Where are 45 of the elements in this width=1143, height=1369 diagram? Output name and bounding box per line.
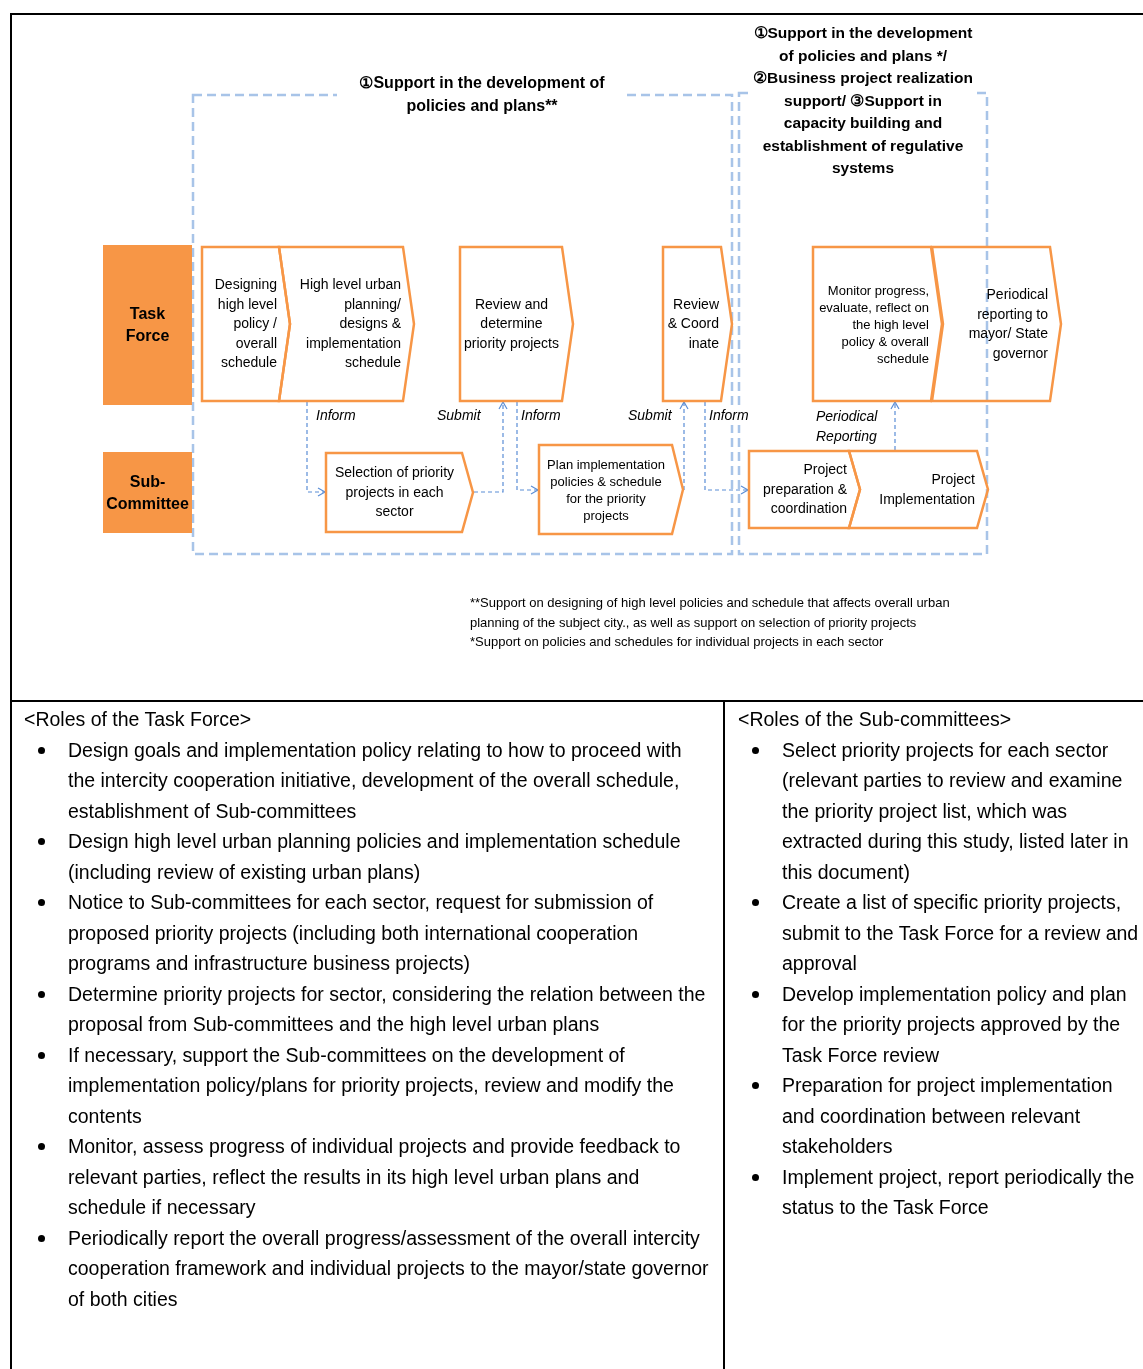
- step-text: Plan implementation policies & schedule for the priority projects: [546, 455, 666, 525]
- step-text: Project Implementation: [878, 470, 975, 509]
- bullet-item: Design goals and implementation policy relating to how to proceed with the intercity cooperation initiative, development of the overall schedule, establishment of Sub-committees: [68, 738, 682, 822]
- process-step: [662, 246, 733, 402]
- process-step: [538, 444, 684, 535]
- column-heading: <Roles of the Sub-committees>: [738, 707, 1013, 732]
- step-text: Periodical reporting to mayor/ State governor: [967, 285, 1048, 363]
- process-step: [278, 246, 415, 402]
- process-step: [812, 246, 943, 402]
- bullet-item: Create a list of specific priority projects, submit to the Task Force for a review and approval: [782, 891, 1139, 974]
- lane-label-box: [103, 452, 192, 533]
- process-step: [201, 246, 291, 402]
- step-text: High level urban planning/ designs & implementation schedule: [298, 275, 401, 373]
- process-step: [848, 450, 989, 529]
- dashed-arrow: [473, 401, 508, 493]
- bullet-item: Design high level urban planning policies and implementation schedule (including review of existing urban plans): [68, 830, 681, 883]
- dashed-arrow: [704, 401, 749, 495]
- process-step: [931, 246, 1062, 402]
- step-text: Project preparation & coordination: [761, 460, 847, 519]
- footnote: *Support on policies and schedules for individual projects in each sector: [470, 633, 885, 651]
- bullet-item: Develop implementation policy and plan for the priority projects approved by the Task Force review: [782, 982, 1127, 1066]
- dashed-arrow: [516, 401, 539, 495]
- column-heading: <Roles of the Task Force>: [24, 707, 253, 732]
- step-text: Review & Coordinate: [666, 294, 719, 353]
- bullet-item: Periodically report the overall progress/assessment of the overall intercity cooperation framework and individual projects to the mayor/state governor of both cities: [68, 1226, 709, 1310]
- step-text: Designing high level policy / overall schedule: [213, 275, 277, 373]
- dashed-arrow: [890, 401, 900, 451]
- bullet-item: If necessary, support the Sub-committees on the development of implementation policy/plans for priority projects, review and modify the contents: [68, 1043, 674, 1127]
- bullet-item: Determine priority projects for sector, considering the relation between the proposal from Sub-committees and the high level urban plans: [68, 982, 706, 1035]
- lane-label-box: [103, 245, 192, 405]
- bullet-item: Notice to Sub-committees for each sector, request for submission of proposed priority projects (including both international cooperation programs and infrastructure business projects): [68, 891, 654, 974]
- bullet-item: Preparation for project implementation and coordination between relevant stakeholders: [782, 1074, 1113, 1157]
- process-step: [748, 450, 861, 529]
- footnote: **Support on designing of high level policies and schedule that affects overall urban planning of the subject city., as well as support on selection of priority projects: [470, 594, 951, 632]
- bullet-item: Implement project, report periodically the status to the Task Force: [782, 1165, 1135, 1218]
- step-text: Review and determine priority projects: [463, 294, 560, 353]
- bullet-item: Monitor, assess progress of individual projects and provide feedback to relevant parties, reflect the results in its high level urban plans and schedule if necessary: [68, 1135, 681, 1218]
- dashed-arrow: [306, 401, 326, 497]
- process-step: [459, 246, 574, 402]
- lane-label: Task Force: [124, 304, 171, 346]
- lane-label: Sub-Committee: [105, 471, 190, 514]
- process-step: [325, 452, 474, 533]
- step-text: Selection of priority projects in each sector: [333, 463, 456, 522]
- step-text: Monitor progress, evaluate, reflect on the high level policy & overall schedule: [818, 281, 929, 368]
- bullet-item: Select priority projects for each sector (relevant parties to review and examine the priority project list, which was extracted during this study, listed later in this document): [782, 738, 1129, 883]
